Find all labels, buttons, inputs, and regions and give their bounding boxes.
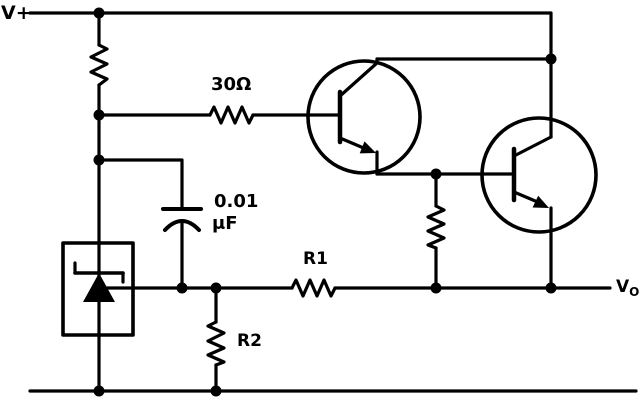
junction-dot bbox=[93, 154, 105, 166]
output-voltage-letter: V bbox=[616, 277, 630, 297]
npn-transistor-q1 bbox=[306, 57, 553, 176]
output-line-wire bbox=[97, 278, 612, 298]
q2-emitter-arrow bbox=[532, 195, 549, 208]
resistor-r2-symbol bbox=[206, 320, 226, 367]
junction-dot bbox=[93, 7, 105, 19]
resistor-r2-label: R2 bbox=[237, 331, 262, 351]
r2-branch bbox=[206, 286, 226, 393]
resistor-r1-label: R1 bbox=[303, 249, 328, 269]
junction-dot bbox=[430, 168, 442, 180]
npn-transistor-q2 bbox=[480, 116, 598, 290]
resistor-30ohm-symbol bbox=[208, 105, 255, 125]
q2-collector-lead bbox=[512, 135, 553, 158]
q1-emitter-arrow bbox=[359, 141, 376, 154]
junction-dot bbox=[176, 282, 188, 294]
bias-resistor-symbol bbox=[89, 43, 109, 87]
junction-dot bbox=[93, 385, 105, 397]
resistor-30ohm-label: 30Ω bbox=[211, 74, 252, 95]
capacitor-branch bbox=[97, 158, 203, 290]
q2-envelope-circle bbox=[480, 116, 598, 234]
q1-envelope-circle bbox=[306, 59, 422, 175]
junction-dot bbox=[545, 53, 557, 65]
supply-voltage-label: V+ bbox=[1, 2, 32, 24]
junction-dot bbox=[210, 282, 222, 294]
output-voltage-subscript: O bbox=[629, 285, 640, 299]
capacitor-unit-label: μF bbox=[212, 213, 238, 234]
resistor-r1-symbol bbox=[290, 278, 337, 298]
capacitor-value-label: 0.01 bbox=[214, 191, 259, 212]
junction-dots bbox=[93, 7, 557, 397]
junction-dot bbox=[210, 385, 222, 397]
emitter-resistor-symbol bbox=[426, 204, 446, 250]
q1-emitter-lead bbox=[338, 136, 368, 151]
junction-dot bbox=[430, 282, 442, 294]
junction-dot bbox=[93, 109, 105, 121]
vplus-rail-wire bbox=[28, 11, 553, 139]
output-voltage-label: VO bbox=[616, 277, 640, 299]
base-drive-wire bbox=[97, 105, 342, 125]
emitter-load-branch bbox=[426, 172, 446, 290]
junction-dot bbox=[545, 282, 557, 294]
